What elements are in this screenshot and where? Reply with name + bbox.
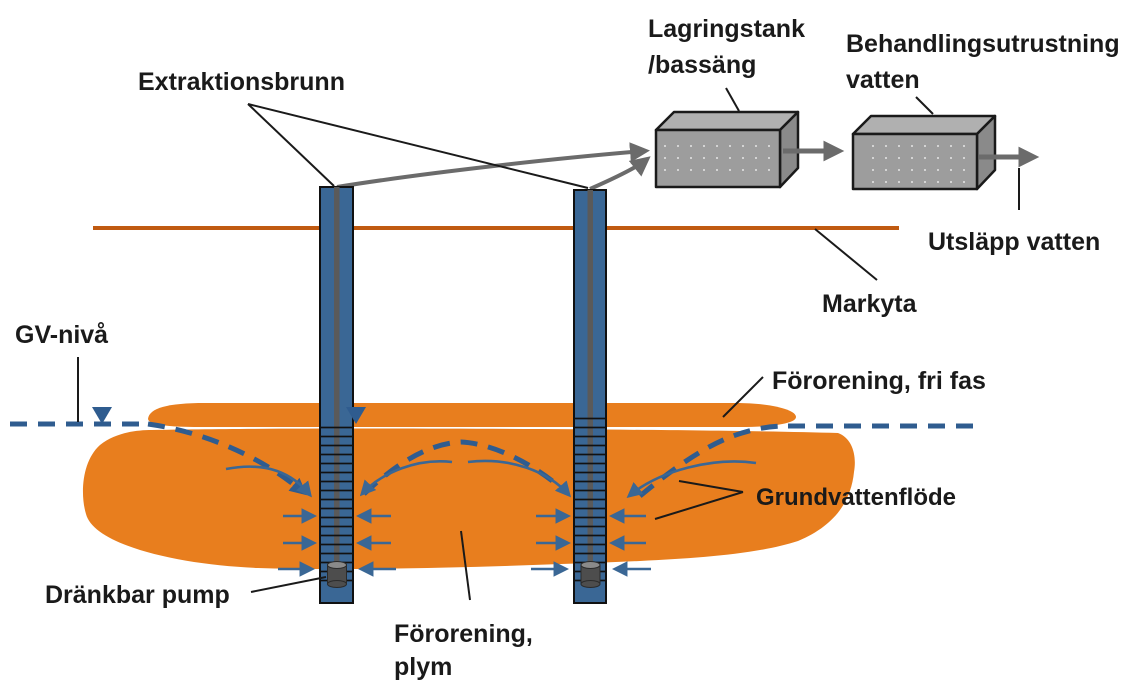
submersible-pump-left <box>327 561 347 588</box>
gw-level-marker-icon <box>92 407 112 424</box>
left-extraction-well <box>319 186 354 604</box>
left-well-screen <box>319 422 354 584</box>
treatment-equipment-box <box>851 114 997 191</box>
label-ground-surface: Markyta <box>822 290 918 318</box>
label-plume-1: Förorening, <box>394 620 533 648</box>
storage-tank-box <box>654 110 800 189</box>
label-treatment-2: vatten <box>846 66 920 94</box>
contamination-plume <box>82 428 855 570</box>
label-storage-tank-2: /bassäng <box>648 51 756 79</box>
label-treatment-1: Behandlingsutrustning <box>846 30 1120 58</box>
leader-lines <box>77 87 1020 601</box>
label-free-phase: Förorening, fri fas <box>772 367 986 395</box>
well-water-level-marker-icon <box>346 407 366 424</box>
pipe-left-well-to-tank <box>336 142 650 189</box>
label-submersible-pump: Dränkbar pump <box>45 581 230 609</box>
pipe-right-well-to-tank <box>589 156 651 191</box>
label-gw-level: GV-nivå <box>15 321 108 349</box>
label-gw-flow: Grundvattenflöde <box>756 484 956 511</box>
groundwater-flow-arrows <box>225 459 757 577</box>
free-phase-lens <box>148 403 796 427</box>
label-extraction-well: Extraktionsbrunn <box>138 68 345 96</box>
right-extraction-well <box>573 189 607 604</box>
submersible-pump-right <box>580 561 601 588</box>
right-well-screen <box>573 411 607 584</box>
label-plume-2: plym <box>394 653 452 681</box>
label-storage-tank-1: Lagringstank <box>648 15 805 43</box>
label-discharge-water: Utsläpp vatten <box>928 228 1100 256</box>
